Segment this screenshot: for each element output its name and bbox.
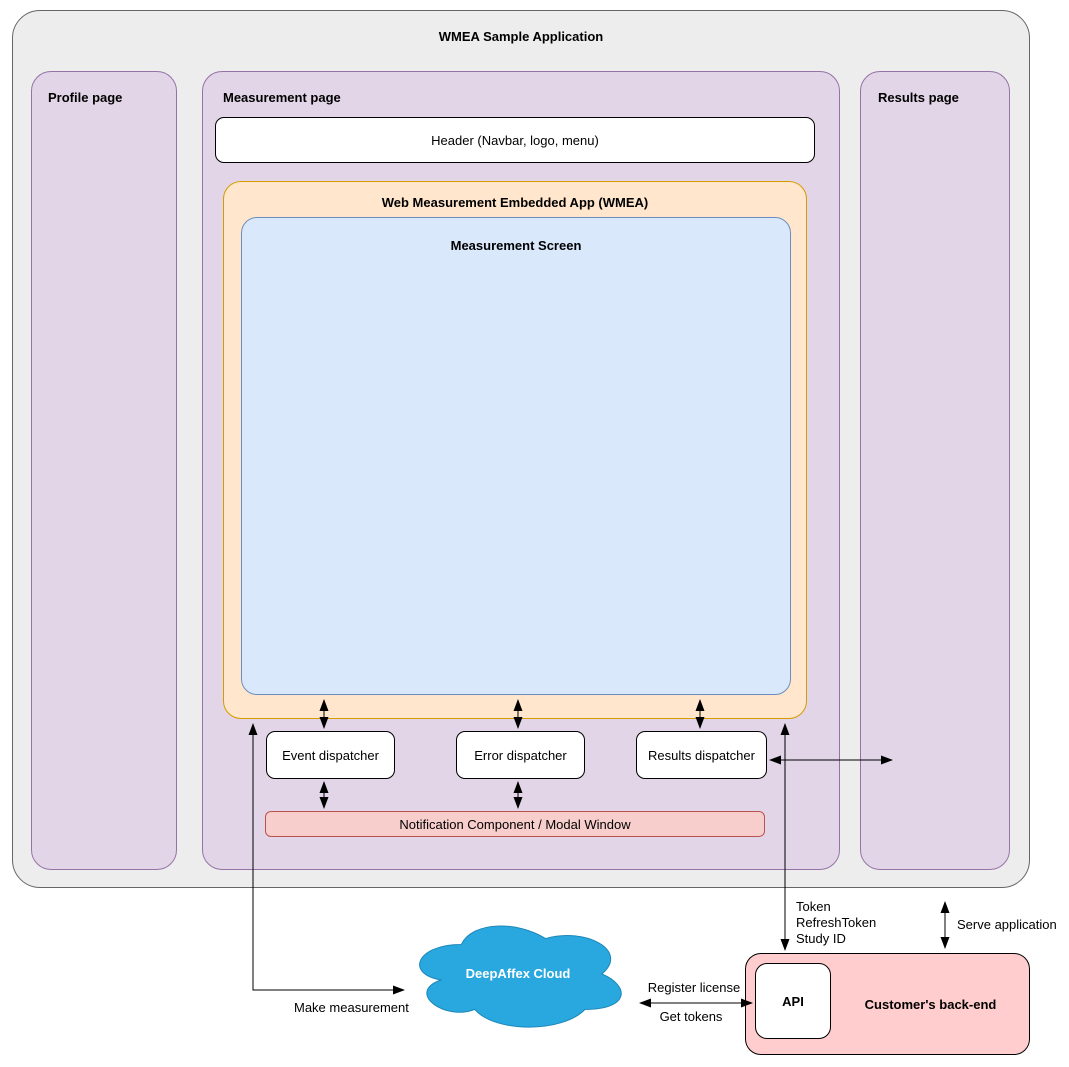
event-dispatcher-box: Event dispatcher (266, 731, 395, 779)
results-page-label: Results page (878, 90, 959, 105)
api-box-label: API (782, 993, 804, 1009)
error-dispatcher-label: Error dispatcher (474, 747, 567, 763)
measurement-screen-box: Measurement Screen (241, 217, 791, 695)
error-dispatcher-box: Error dispatcher (456, 731, 585, 779)
results-page-box: Results page (860, 71, 1010, 870)
wmea-embedded-app-label: Web Measurement Embedded App (WMEA) (381, 195, 649, 210)
notification-component-label: Notification Component / Modal Window (399, 816, 631, 832)
results-dispatcher-box: Results dispatcher (636, 731, 767, 779)
header-box: Header (Navbar, logo, menu) (215, 117, 815, 163)
get-tokens-edge-label: Get tokens (659, 1009, 723, 1024)
diagram-title: WMEA Sample Application (438, 29, 604, 44)
cloud-path (419, 925, 622, 1028)
notification-component-box: Notification Component / Modal Window (265, 811, 765, 837)
token-edge-label: Token RefreshToken Study ID (796, 899, 877, 946)
deepaffex-cloud-shape (419, 925, 622, 1028)
customer-backend-label: Customer's back-end (864, 996, 997, 1012)
event-dispatcher-label: Event dispatcher (282, 747, 379, 763)
api-box: API (755, 963, 831, 1039)
header-box-label: Header (Navbar, logo, menu) (431, 132, 599, 148)
profile-page-label: Profile page (48, 90, 123, 105)
make-measurement-edge-label: Make measurement (294, 1000, 409, 1015)
measurement-page-label: Measurement page (223, 90, 341, 105)
measurement-screen-label: Measurement Screen (450, 238, 582, 253)
serve-application-edge-label: Serve application (957, 917, 1057, 932)
register-license-edge-label: Register license (647, 980, 741, 995)
profile-page-box: Profile page (31, 71, 177, 870)
deepaffex-cloud-label: DeepAffex Cloud (465, 966, 571, 981)
results-dispatcher-label: Results dispatcher (648, 747, 755, 763)
